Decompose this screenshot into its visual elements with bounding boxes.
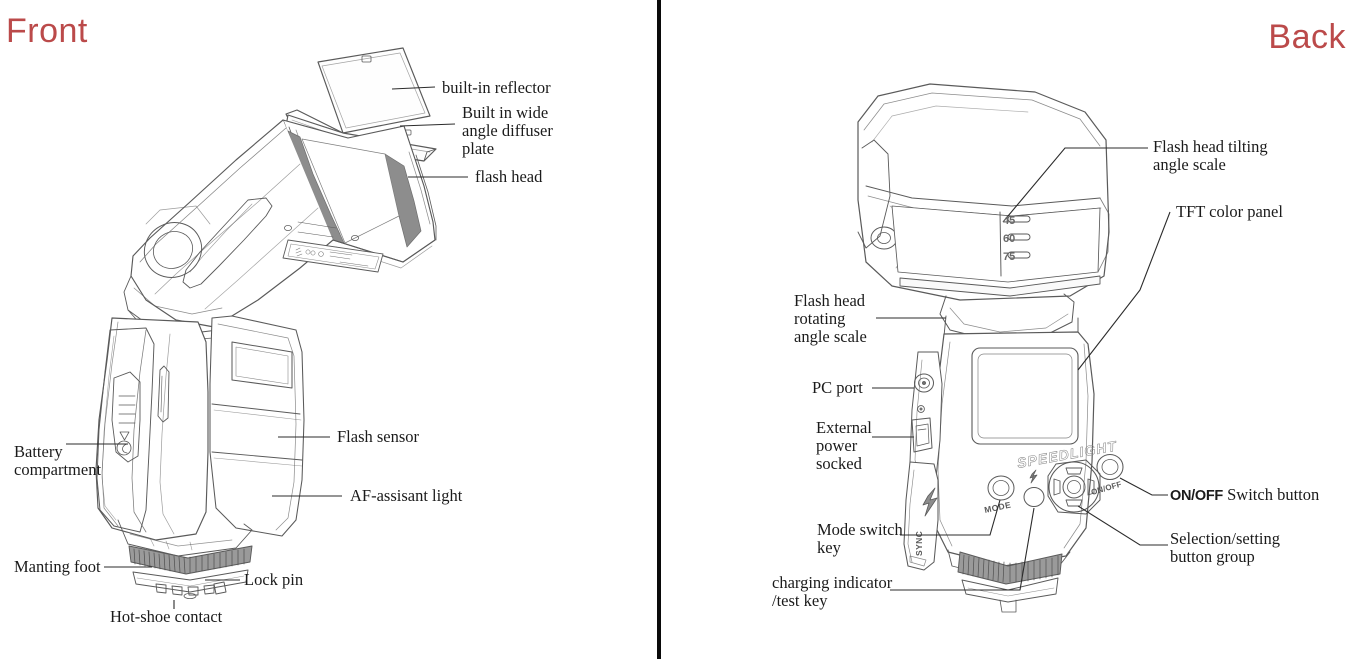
label-mode-switch-key: Mode switch key <box>817 520 903 557</box>
tilt-angle-75: 75 <box>1003 251 1016 263</box>
label-af-assist-light: AF-assisant light <box>350 486 463 505</box>
label-hot-shoe-contact: Hot-shoe contact <box>110 607 223 626</box>
tilt-angle-60: 60 <box>1003 233 1016 245</box>
label-tilt-angle-scale: Flash head tilting angle scale <box>1153 137 1268 174</box>
label-wide-angle-diffuser: Built in wide angle diffuser plate <box>462 103 553 158</box>
tilt-angle-45: 45 <box>1003 215 1016 227</box>
label-flash-sensor: Flash sensor <box>337 427 420 446</box>
label-charging-indicator-test-key: charging indicator /test key <box>772 573 893 610</box>
label-tft-color-panel: TFT color panel <box>1176 202 1283 221</box>
panel-title-back: Back <box>1268 18 1346 56</box>
label-rotating-angle-scale: Flash head rotating angle scale <box>794 291 867 346</box>
sync-flap-text: SYNC <box>914 531 924 556</box>
label-external-power-socket: External power socked <box>816 418 872 473</box>
label-lock-pin: Lock pin <box>244 570 304 589</box>
label-battery-compartment: Battery compartment <box>14 442 102 479</box>
label-pc-port: PC port <box>812 378 863 397</box>
label-onoff-switch-button: ON/OFF Switch button <box>1170 486 1319 505</box>
label-onoff-prefix: ON/OFF <box>1170 488 1223 504</box>
label-selection-setting-button-group: Selection/setting button group <box>1170 529 1280 566</box>
label-onoff-suffix: Switch button <box>1222 485 1320 504</box>
label-builtin-reflector: built-in reflector <box>442 78 551 97</box>
onoff-button-text: ON/OFF <box>1090 480 1123 497</box>
label-manting-foot: Manting foot <box>14 557 101 576</box>
panel-title-front: Front <box>6 12 88 50</box>
front-view-illustration <box>95 47 437 600</box>
label-flash-head: flash head <box>475 167 543 186</box>
panel-divider <box>657 0 661 659</box>
